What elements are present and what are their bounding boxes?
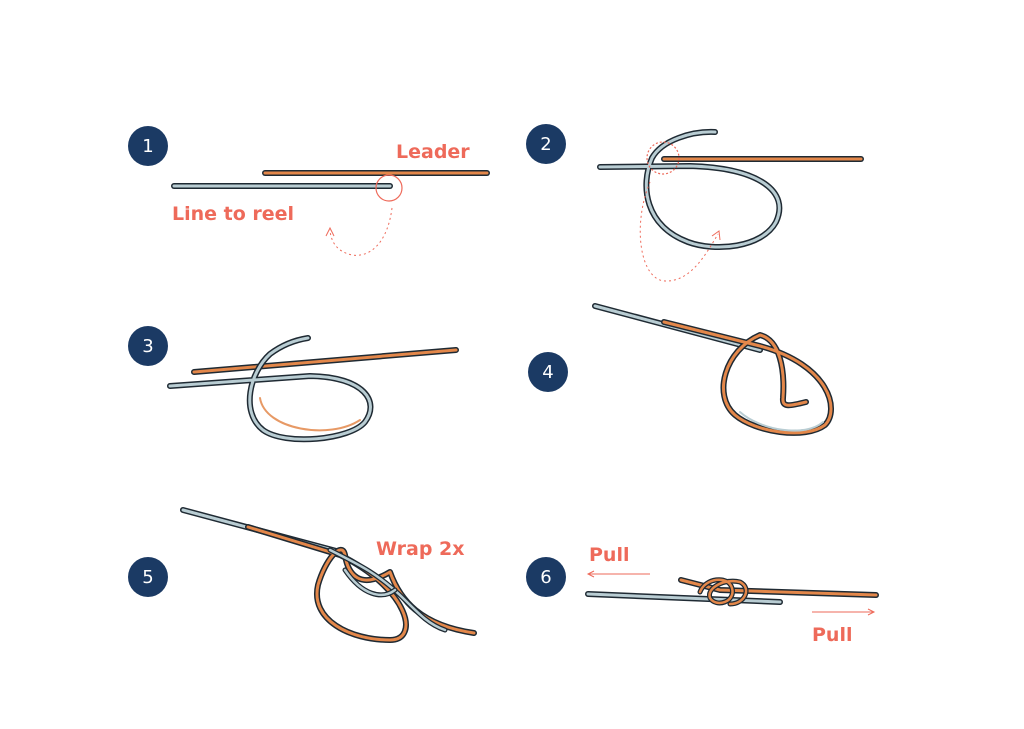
tag-end-highlight: [375, 174, 403, 202]
step-2-badge: 2: [526, 124, 566, 164]
step-4-badge: 4: [528, 352, 568, 392]
wrap-label: Wrap 2x: [376, 538, 465, 560]
step-5-badge: 5: [128, 557, 168, 597]
step-1-badge: 1: [128, 126, 168, 166]
pull-right-label: Pull: [812, 624, 853, 646]
step-3-badge: 3: [128, 326, 168, 366]
direction-arrow: [329, 207, 393, 256]
crossing-highlight: [646, 141, 680, 175]
direction-arrow: [639, 181, 719, 282]
step-6-badge: 6: [526, 557, 566, 597]
step-6-illustration: [585, 570, 879, 616]
line-to-reel-label: Line to reel: [172, 203, 295, 225]
leader-label: Leader: [396, 141, 470, 163]
step-5-illustration: [180, 507, 477, 643]
step-2-illustration: [597, 128, 864, 282]
step-1-illustration: [171, 170, 490, 256]
step-4-illustration: [592, 303, 835, 436]
pull-left-label: Pull: [589, 544, 630, 566]
step-3-illustration: [167, 335, 459, 443]
